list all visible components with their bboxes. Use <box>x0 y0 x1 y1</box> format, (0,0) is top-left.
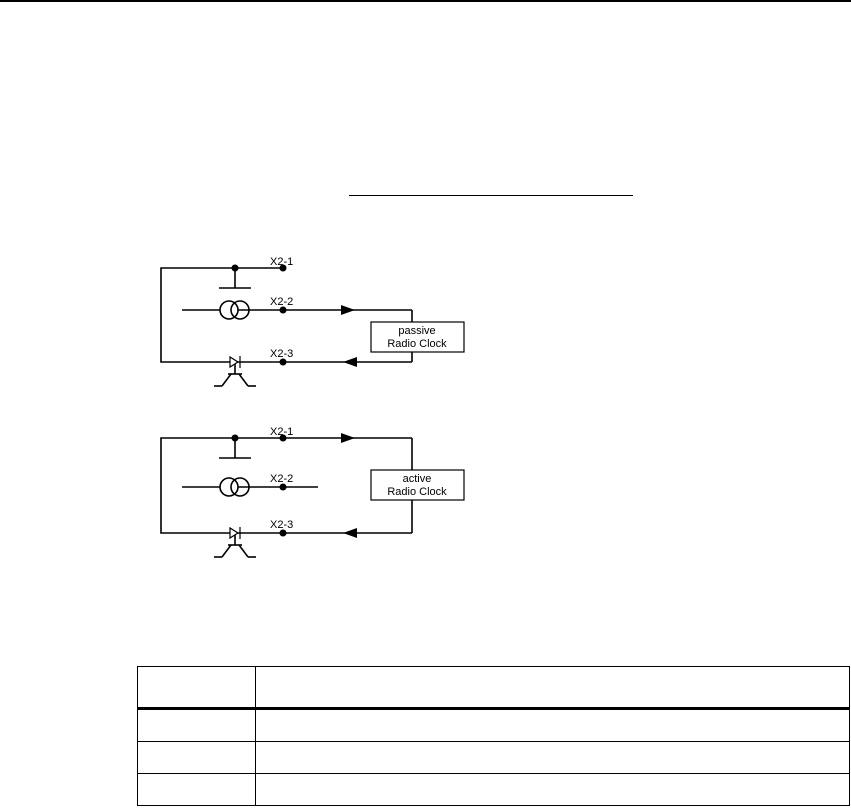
opto-leg-right <box>238 373 249 387</box>
box-label-line-1: active <box>403 473 432 485</box>
radio-clock-box-active <box>370 469 465 501</box>
current-source-ring-right <box>230 477 250 497</box>
terminal-label: X2-1 <box>270 256 293 268</box>
arrow-out-2 <box>341 433 355 443</box>
table-cell <box>137 773 256 806</box>
wire-left-loop <box>160 267 283 363</box>
terminal-label: X2-1 <box>270 426 293 438</box>
table-header-cell <box>255 666 850 710</box>
node-dot <box>279 358 287 366</box>
table-row <box>137 773 850 806</box>
terminal-label: X2-2 <box>270 296 293 308</box>
table-header-row <box>137 666 850 710</box>
table-cell <box>137 741 256 774</box>
passive-circuit <box>160 267 413 387</box>
node-dot <box>231 434 239 442</box>
opto-leg-left <box>221 544 232 558</box>
box-label-line-2: Radio Clock <box>387 338 447 350</box>
box-label-line-1: passive <box>398 325 435 337</box>
node-dot <box>279 483 287 491</box>
table-header-cell <box>137 666 256 710</box>
top-rule <box>0 0 851 2</box>
radio-clock-wiring-diagram: X2-1 X2-2 X2-3 passive Radio Clock X2-1 … <box>160 256 465 558</box>
node-dot <box>279 529 287 537</box>
table-cell <box>137 708 256 742</box>
current-source-ring-left <box>219 300 239 320</box>
table-cell <box>255 773 850 806</box>
terminal-label: X2-2 <box>270 473 293 485</box>
table-cell <box>255 708 850 742</box>
opto-leg-left <box>221 373 232 387</box>
arrow-in-1 <box>343 357 357 367</box>
table-row <box>137 741 850 774</box>
radio-clock-box-passive <box>370 321 465 353</box>
diode-triangle-1 <box>229 355 240 369</box>
box-label-line-2: Radio Clock <box>387 486 447 498</box>
opto-leg-right <box>238 544 249 558</box>
node-dot <box>231 264 239 272</box>
diode-triangle-2 <box>229 526 240 540</box>
node-dot <box>279 306 287 314</box>
arrow-out-1 <box>341 305 355 315</box>
node-dot <box>279 264 287 272</box>
arrow-in-2 <box>343 528 357 538</box>
current-source-ring-right <box>230 300 250 320</box>
table-row <box>137 708 850 742</box>
node-dot <box>279 434 287 442</box>
terminal-label: X2-3 <box>270 348 293 360</box>
table-cell <box>255 741 850 774</box>
terminal-table <box>137 666 850 806</box>
current-source-ring-left <box>219 477 239 497</box>
heading-underline <box>349 195 633 196</box>
terminal-label: X2-3 <box>270 519 293 531</box>
